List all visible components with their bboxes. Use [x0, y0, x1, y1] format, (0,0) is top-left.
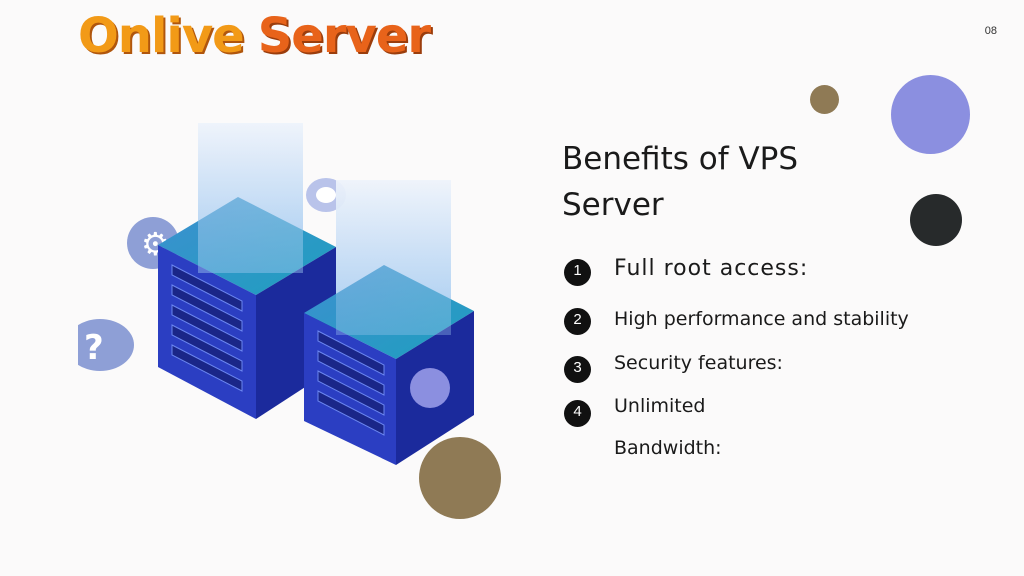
server-illustration: ⚙ ? [78, 123, 474, 465]
benefit-item-2: High performance and stability [614, 308, 909, 330]
page-number: 08 [984, 25, 997, 37]
bullet-number-4: 4 [564, 400, 591, 427]
benefit-item-4: Unlimited [614, 395, 706, 417]
question-bubble-icon: ? [78, 319, 134, 371]
bullet-number-2: 2 [564, 308, 591, 335]
large-brown-circle [419, 437, 501, 519]
slide-title: Benefits of VPS Server [562, 141, 799, 223]
benefit-item-3: Security features: [614, 352, 783, 374]
brand-word-2: Server [257, 8, 431, 64]
small-periwinkle-dot [410, 368, 450, 408]
svg-text:?: ? [84, 328, 104, 368]
benefit-item-1: Full root access: [614, 256, 809, 281]
bullet-number-3: 3 [564, 356, 591, 383]
dark-circle [910, 194, 962, 246]
small-brown-circle [810, 85, 839, 114]
brand-word-1: Onlive [78, 8, 245, 64]
large-periwinkle-circle [891, 75, 970, 154]
benefit-item-4-line-2: Bandwidth: [614, 437, 722, 459]
bullet-number-1: 1 [564, 259, 591, 286]
